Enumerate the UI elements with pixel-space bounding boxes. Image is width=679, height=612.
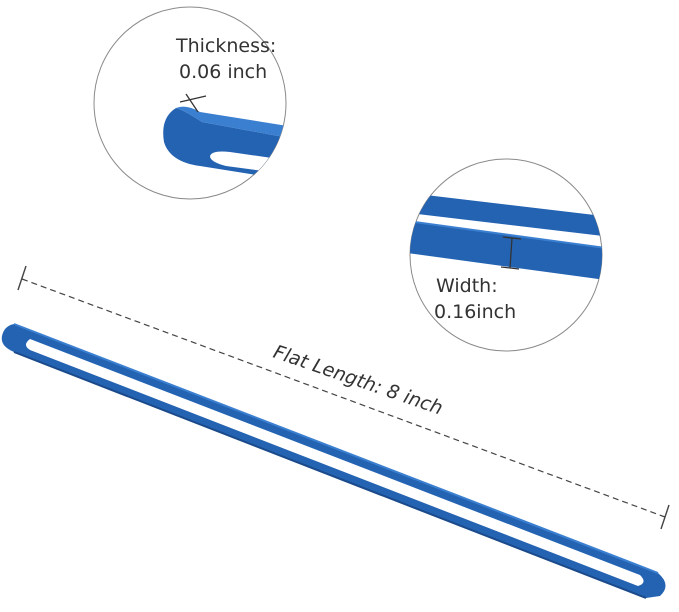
thickness-value: 0.06 inch: [179, 61, 268, 83]
width-measure-bottom-cap: [500, 266, 520, 270]
flat-length-dimension: [17, 265, 670, 530]
width-value: 0.16inch: [434, 301, 517, 323]
band-top-highlight: [13, 323, 659, 574]
width-magnifier: [409, 158, 603, 352]
thickness-measure-cap: [179, 95, 207, 103]
width-title: Width:: [436, 275, 498, 297]
band-inner-hole: [26, 339, 644, 586]
rubber-band-loop: [1, 323, 666, 599]
band-bottom-edge: [13, 351, 647, 599]
thickness-band-top-face: [176, 106, 286, 140]
flat-length-dashed-line: [21, 278, 666, 518]
thickness-title: Thickness:: [176, 35, 277, 57]
width-band-upper-strip: [410, 192, 602, 238]
width-measure-top-cap: [502, 236, 522, 240]
thickness-measure-line: [185, 93, 199, 113]
width-measure-line: [509, 237, 513, 269]
flat-length-left-tick: [17, 265, 27, 291]
flat-length-right-tick: [660, 504, 670, 530]
width-band-lower-strip: [410, 220, 602, 282]
width-band-lower-highlight: [410, 219, 602, 251]
